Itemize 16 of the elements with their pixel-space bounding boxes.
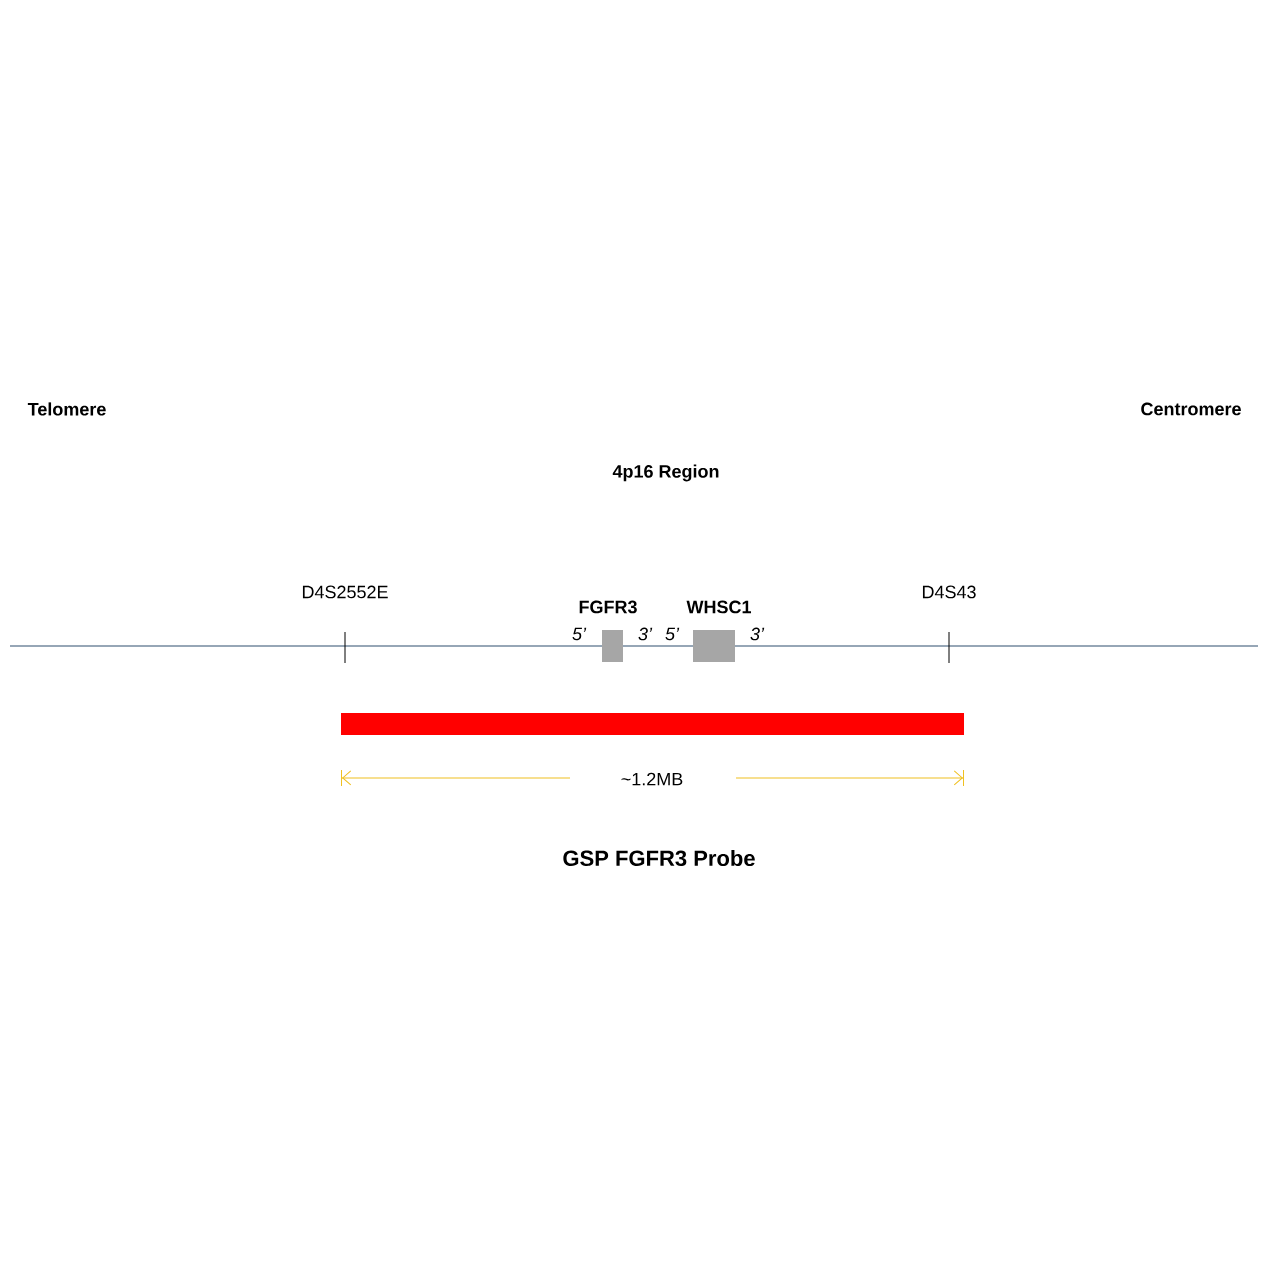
end-label: Telomere [27,402,106,416]
strand-end-label: 5’ [572,627,587,641]
gene-box [602,630,623,662]
region-title: 4p16 Region [612,464,719,482]
strand-end-label: 3’ [638,627,653,641]
gene-label: WHSC1 [686,600,751,614]
probe-caption: GSP FGFR3 Probe [563,849,755,867]
marker-label: D4S43 [922,585,976,599]
gene-box [693,630,735,662]
gene-label: FGFR3 [579,600,637,614]
size-label: ~1.2MB [621,772,683,786]
probe-bar [341,713,964,735]
end-label: Centromere [1141,402,1241,416]
strand-end-label: 5’ [665,627,680,641]
strand-end-label: 3’ [750,627,765,641]
marker-label: D4S2552E [302,585,388,599]
